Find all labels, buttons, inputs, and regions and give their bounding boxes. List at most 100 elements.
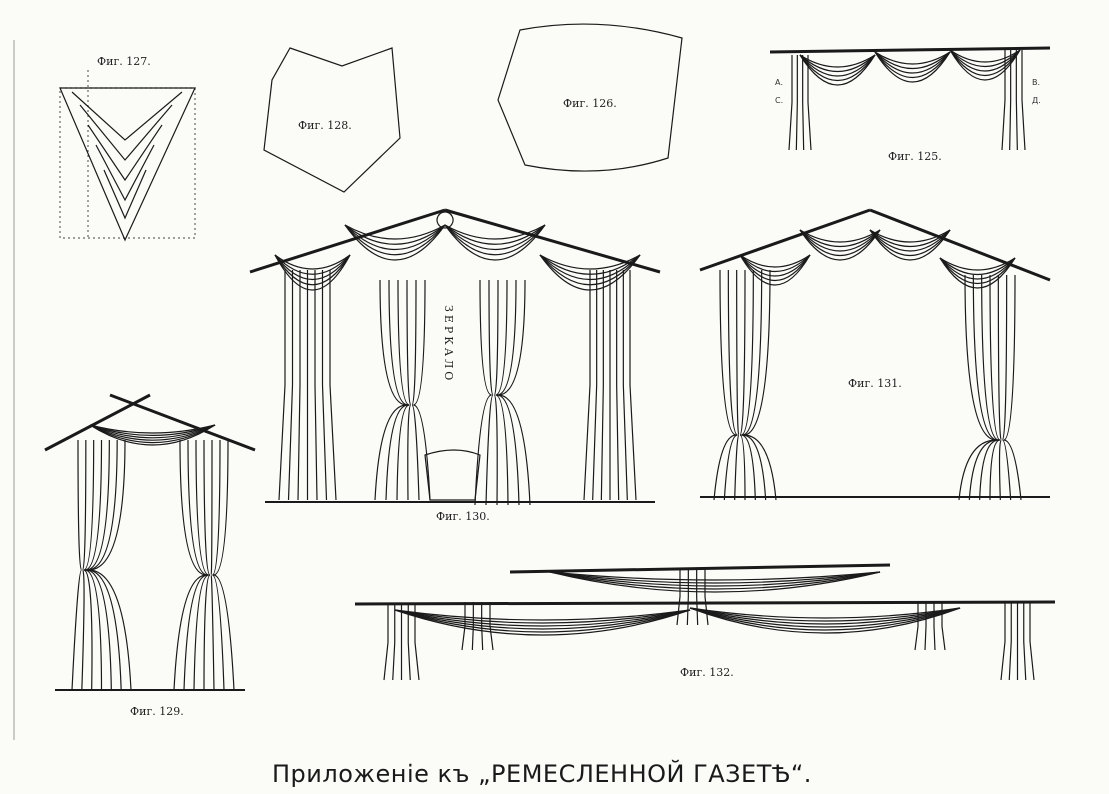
fig129-drape: [211, 439, 225, 691]
fig130-drape: [485, 279, 494, 506]
fig131-swag: [869, 229, 951, 252]
fig130-drape: [406, 279, 412, 501]
fig132-jabot: [481, 602, 484, 651]
fig130-console: [424, 449, 481, 501]
plate-caption: Приложеніе къ „РЕМЕСЛЕННОЙ ГАЗЕТѢ“.: [272, 760, 812, 788]
marker-b: В.: [1032, 78, 1041, 87]
fig130-drape: [396, 279, 410, 501]
fig128-label: Фиг. 128.: [298, 119, 352, 132]
fig125-swag: [949, 49, 1021, 72]
fig132-swag: [549, 571, 881, 590]
fig130-drape: [495, 279, 509, 506]
fig131-drape: [958, 274, 997, 501]
fig131-drape: [1001, 274, 1012, 501]
fig131-swag: [799, 229, 881, 252]
fig130-swag: [539, 254, 641, 270]
fig130-drape: [411, 279, 420, 501]
fig129-drape: [84, 439, 103, 691]
fig131-swag: [939, 257, 1016, 271]
fig130-swag: [344, 224, 446, 256]
fig131-swag: [869, 229, 951, 243]
fig125-tail: [1021, 50, 1026, 151]
fig125-swag: [799, 54, 876, 73]
fig132-swag: [394, 609, 691, 630]
fig129-swag: [89, 424, 216, 434]
fig129-drape: [213, 439, 235, 691]
fig131-label: Фиг. 131.: [848, 377, 902, 390]
fig126-label: Фиг. 126.: [563, 97, 617, 110]
fig126-drawing: [497, 23, 683, 172]
fig131-swag: [739, 254, 811, 286]
fig132-swag: [549, 571, 881, 584]
fig131-rod: [869, 208, 1051, 282]
fig131-drape: [713, 269, 737, 501]
fig125-swag: [949, 49, 1021, 68]
fig125-swag: [949, 49, 1021, 63]
fig132-tail: [414, 605, 420, 681]
fig130-swag: [274, 254, 351, 280]
fig130-drape: [496, 279, 520, 506]
fig130-swag: [274, 254, 351, 291]
fig129-drape: [86, 439, 112, 691]
fig131-swag: [799, 229, 881, 261]
fig129-drape: [81, 439, 87, 691]
fig130-drape: [629, 270, 637, 501]
marker-d: Д.: [1032, 96, 1041, 105]
fig131-swag: [799, 229, 881, 256]
fig130-rosette: [436, 211, 454, 229]
fig131-swag: [939, 257, 1016, 280]
fig125-swag: [949, 49, 1021, 81]
fig130-drape: [321, 270, 328, 501]
fig125-swag: [874, 51, 951, 70]
fig130-swag: [444, 224, 546, 256]
fig129-drape: [88, 439, 132, 691]
fig125-swag: [874, 51, 951, 83]
fig132-jabot: [696, 568, 699, 626]
fig131-drape: [723, 269, 738, 501]
fig130-drape: [314, 270, 318, 501]
fig131-swag: [739, 254, 811, 281]
fig132-jabot: [924, 603, 927, 651]
fig130-drape: [616, 269, 620, 501]
fig129-drape: [71, 439, 83, 691]
fig132-swag: [549, 571, 881, 587]
fig131-drape: [734, 269, 740, 501]
marker-a: А.: [775, 78, 784, 87]
fig132-tail: [1000, 602, 1006, 681]
fig125-label: Фиг. 125.: [888, 150, 942, 163]
fig125-swag: [799, 54, 876, 81]
fig132-rod-back: [509, 563, 891, 574]
fig132-swag: [549, 571, 881, 593]
fig127-drawing: [59, 70, 196, 242]
fig131-swag: [799, 229, 881, 243]
fig125-tail: [1001, 49, 1006, 151]
mirror-label: ЗЕРКАЛО: [442, 305, 455, 384]
fig132-jabot: [704, 568, 709, 626]
fig132-tail: [1023, 603, 1027, 681]
fig130-drape: [374, 279, 407, 501]
fig131-drape: [1003, 274, 1022, 501]
fig132-jabot: [676, 568, 681, 626]
marker-c: С.: [775, 96, 784, 105]
fig125-rod: [769, 46, 1051, 54]
fig130-swag: [344, 224, 446, 240]
fig130-drape: [413, 279, 431, 501]
fig131-swag: [739, 254, 811, 268]
fig131-drape: [979, 274, 999, 501]
fig131-swag: [739, 254, 811, 273]
fig132-tail: [407, 605, 411, 681]
fig129-drape: [83, 439, 95, 691]
fig131-drape: [742, 269, 767, 501]
fig125-tail: [807, 54, 812, 151]
fig131-swag: [799, 229, 881, 248]
fig129-swag: [89, 424, 216, 441]
fig130-drape: [329, 270, 337, 501]
fig130-swag: [444, 224, 546, 240]
fig125-swag: [874, 51, 951, 65]
fig131-swag: [869, 229, 951, 261]
fig130-drape: [622, 269, 628, 501]
fig130-drape: [474, 279, 492, 506]
fig132-swag: [394, 609, 691, 624]
fig132-tail: [383, 604, 389, 681]
